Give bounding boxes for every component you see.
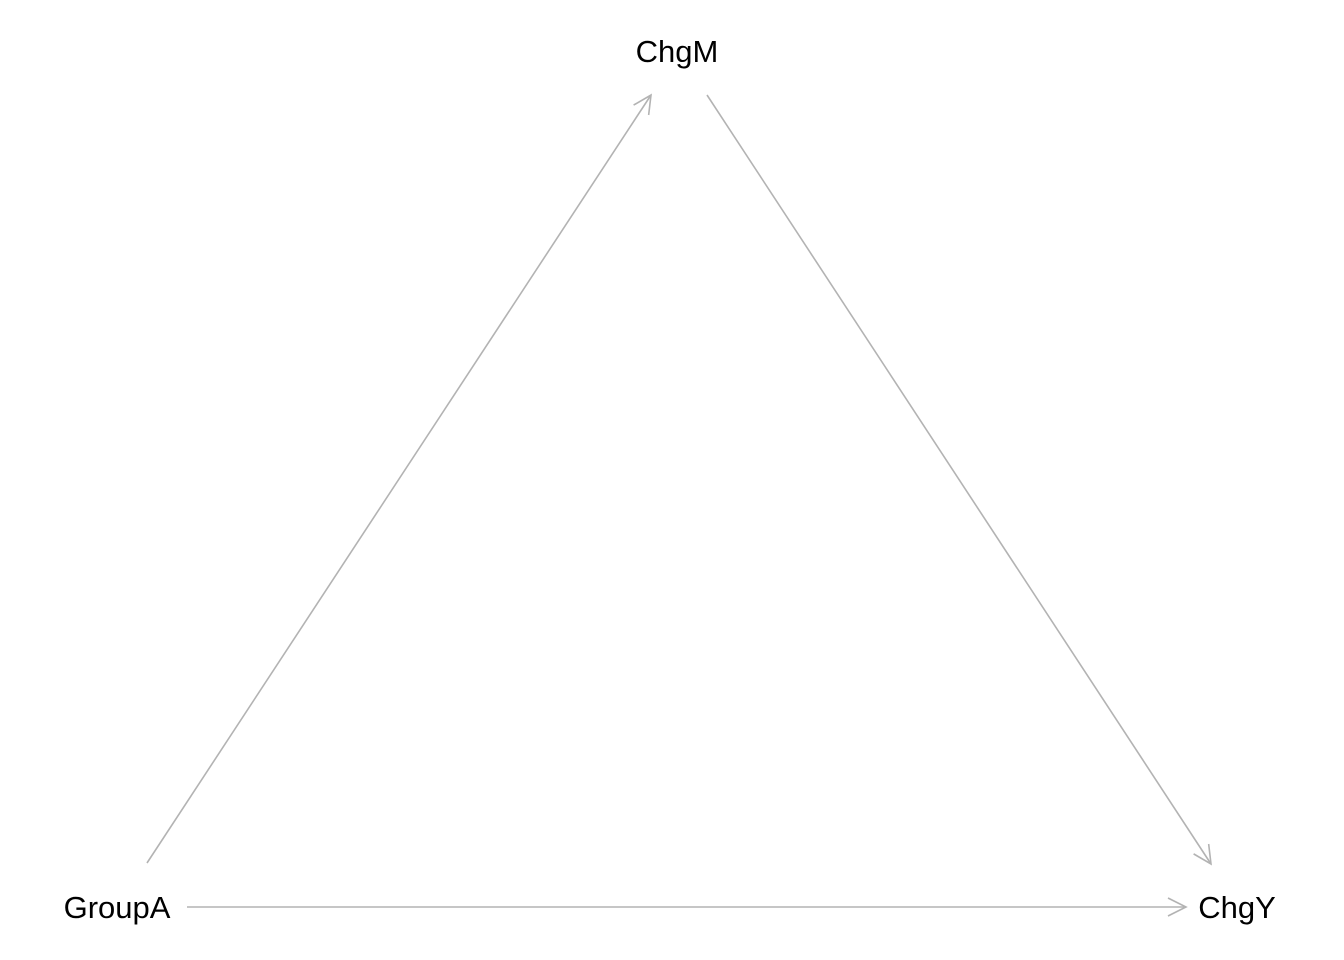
- node-chgy-label: ChgY: [1198, 890, 1276, 925]
- node-chgm-label: ChgM: [636, 34, 719, 69]
- edge-chgm-to-chgy: [706, 94, 1212, 866]
- edge-groupa-to-chgm: [146, 93, 652, 864]
- node-groupa-label: GroupA: [64, 890, 171, 925]
